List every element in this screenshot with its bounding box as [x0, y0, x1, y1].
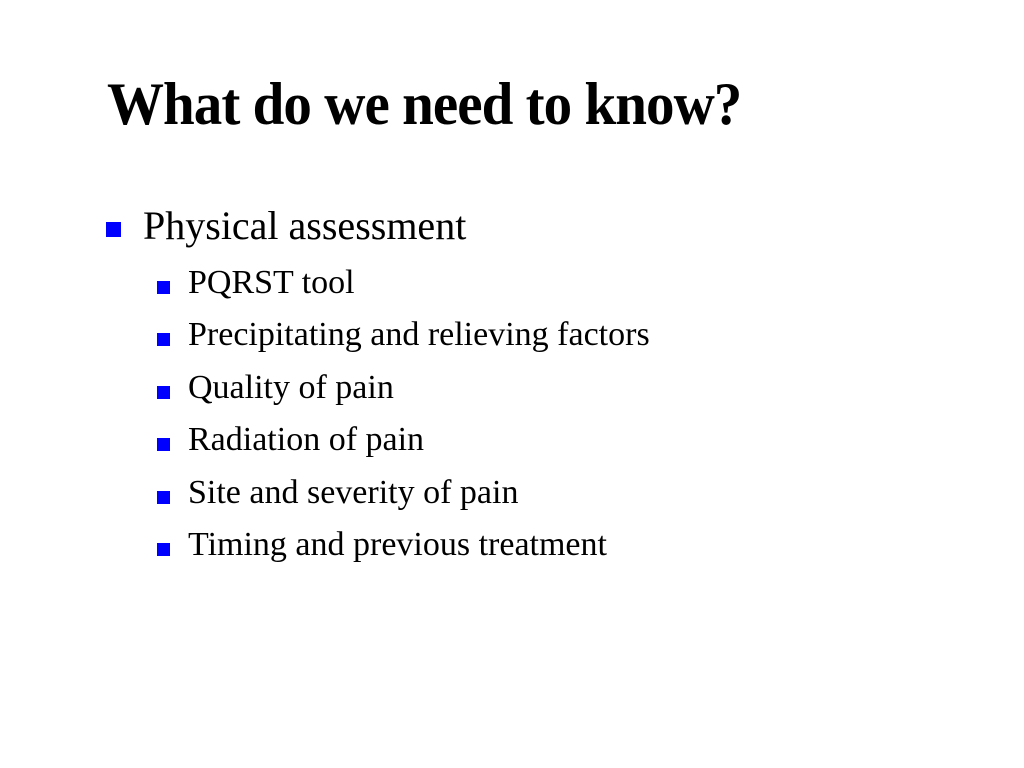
- square-bullet-icon: [157, 386, 170, 399]
- square-bullet-icon: [157, 438, 170, 451]
- sub-list-item-label: Radiation of pain: [188, 421, 425, 458]
- sub-list-item-radiation: Radiation of pain: [157, 418, 425, 462]
- sub-list-item-label: PQRST tool: [188, 264, 355, 301]
- list-item-label: Physical assessment: [143, 203, 467, 248]
- sub-list-item-quality: Quality of pain: [157, 366, 394, 410]
- slide-title: What do we need to know?: [107, 71, 742, 137]
- square-bullet-icon: [157, 281, 170, 294]
- sub-list-item-precipitating: Precipitating and relieving factors: [157, 313, 650, 357]
- square-bullet-icon: [157, 491, 170, 504]
- square-bullet-icon: [157, 543, 170, 556]
- square-bullet-icon: [157, 333, 170, 346]
- square-bullet-icon: [106, 222, 121, 237]
- sub-list-item-label: Site and severity of pain: [188, 474, 519, 511]
- sub-list-item-pqrst: PQRST tool: [157, 261, 355, 305]
- sub-list-item-site-severity: Site and severity of pain: [157, 471, 519, 515]
- sub-list-item-label: Quality of pain: [188, 369, 394, 406]
- sub-list-item-label: Timing and previous treatment: [188, 526, 607, 563]
- sub-list-item-timing: Timing and previous treatment: [157, 523, 607, 567]
- list-item-physical-assessment: Physical assessment: [106, 199, 467, 253]
- sub-list-item-label: Precipitating and relieving factors: [188, 316, 650, 353]
